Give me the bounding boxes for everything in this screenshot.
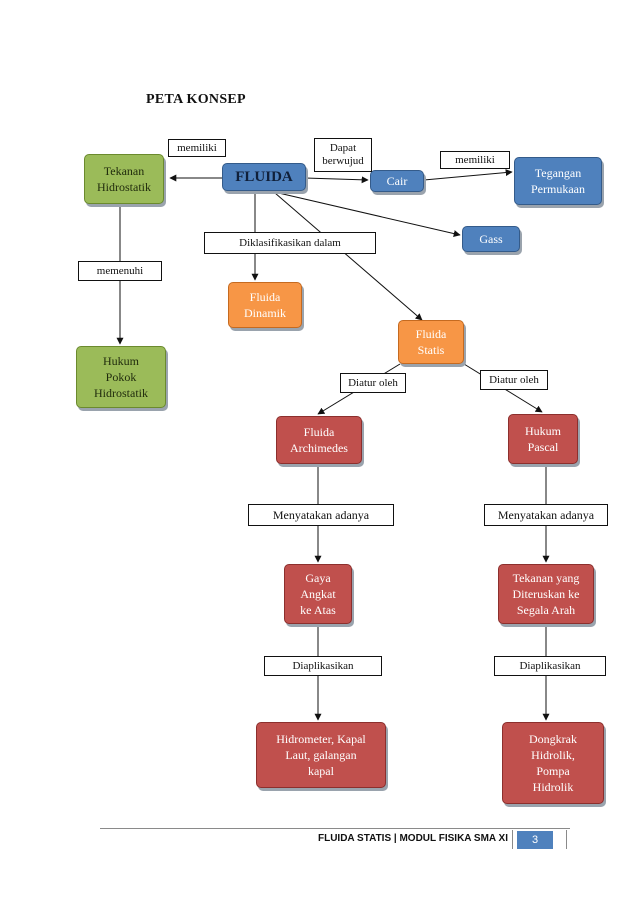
node-hukum-pascal: Hukum Pascal xyxy=(508,414,578,464)
node-fluida: FLUIDA xyxy=(222,163,306,191)
node-tekanan-hidrostatik: Tekanan Hidrostatik xyxy=(84,154,164,204)
node-dongkrak: Dongkrak Hidrolik, Pompa Hidrolik xyxy=(502,722,604,804)
label-menyatakan-right: Menyatakan adanya xyxy=(484,504,608,526)
link-fluida-gass xyxy=(269,190,461,237)
label-diklasifikasikan: Diklasifikasikan dalam xyxy=(204,232,376,254)
node-gaya-angkat: Gaya Angkat ke Atas xyxy=(284,564,352,624)
label-diatur-oleh-left: Diatur oleh xyxy=(340,373,406,393)
node-fluida-statis: Fluida Statis xyxy=(398,320,464,364)
page-title: PETA KONSEP xyxy=(146,92,246,107)
node-hukum-pokok-hidrostatik: Hukum Pokok Hidrostatik xyxy=(76,346,166,408)
link-fluida-statis xyxy=(274,192,423,321)
label-menyatakan-left: Menyatakan adanya xyxy=(248,504,394,526)
link-cair-tegangan xyxy=(423,169,513,181)
footer-title: FLUIDA STATIS | MODUL FISIKA SMA XI xyxy=(317,833,508,844)
footer-separator xyxy=(512,830,513,849)
label-dapat-berwujud: Dapat berwujud xyxy=(314,138,372,172)
link-fluida-cair xyxy=(304,176,369,184)
node-hidrometer: Hidrometer, Kapal Laut, galangan kapal xyxy=(256,722,386,788)
label-memiliki-right: memiliki xyxy=(440,151,510,169)
node-fluida-dinamik: Fluida Dinamik xyxy=(228,282,302,328)
footer-rule xyxy=(100,828,570,829)
label-memiliki-left: memiliki xyxy=(168,139,226,157)
node-tegangan-permukaan: Tegangan Permukaan xyxy=(514,157,602,205)
label-diaplikasikan-right: Diaplikasikan xyxy=(494,656,606,676)
page-number: 3 xyxy=(517,831,553,849)
node-tekanan-diteruskan: Tekanan yang Diteruskan ke Segala Arah xyxy=(498,564,594,624)
node-cair: Cair xyxy=(370,170,424,192)
node-fluida-archimedes: Fluida Archimedes xyxy=(276,416,362,464)
label-diatur-oleh-right: Diatur oleh xyxy=(480,370,548,390)
label-diaplikasikan-left: Diaplikasikan xyxy=(264,656,382,676)
label-memenuhi: memenuhi xyxy=(78,261,162,281)
footer-edge xyxy=(566,830,567,849)
node-gass: Gass xyxy=(462,226,520,252)
